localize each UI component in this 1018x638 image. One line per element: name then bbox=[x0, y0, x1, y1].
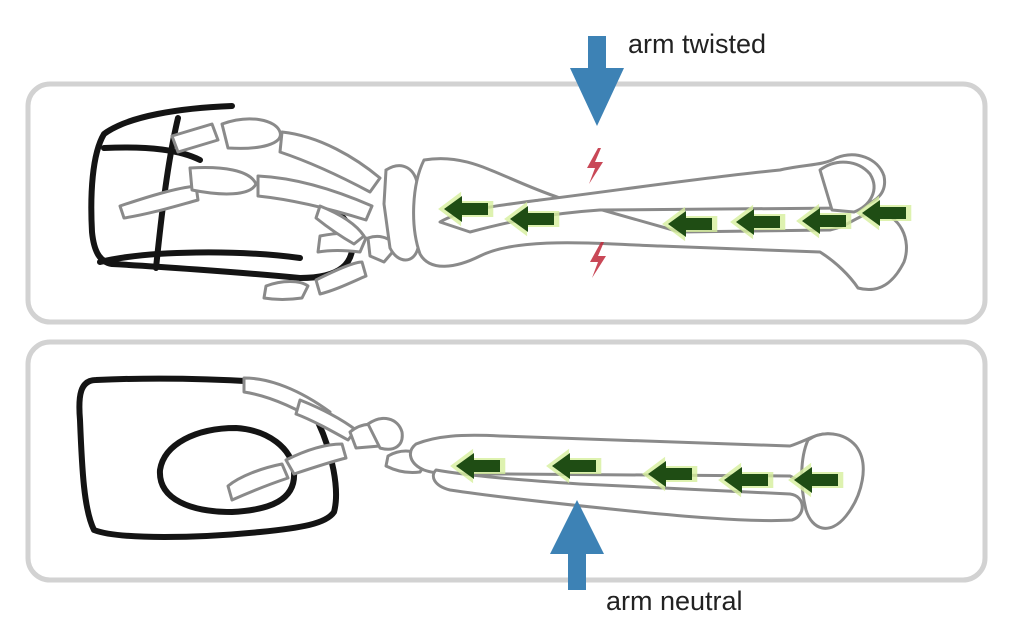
panel-arm-twisted bbox=[25, 81, 988, 325]
label-arm-neutral: arm neutral bbox=[606, 586, 743, 616]
panel-arm-neutral bbox=[25, 339, 988, 583]
down-arrow-icon bbox=[570, 36, 624, 126]
hand-bones-top bbox=[118, 117, 398, 301]
label-arm-twisted: arm twisted bbox=[628, 29, 766, 59]
up-arrow-icon bbox=[550, 500, 604, 590]
